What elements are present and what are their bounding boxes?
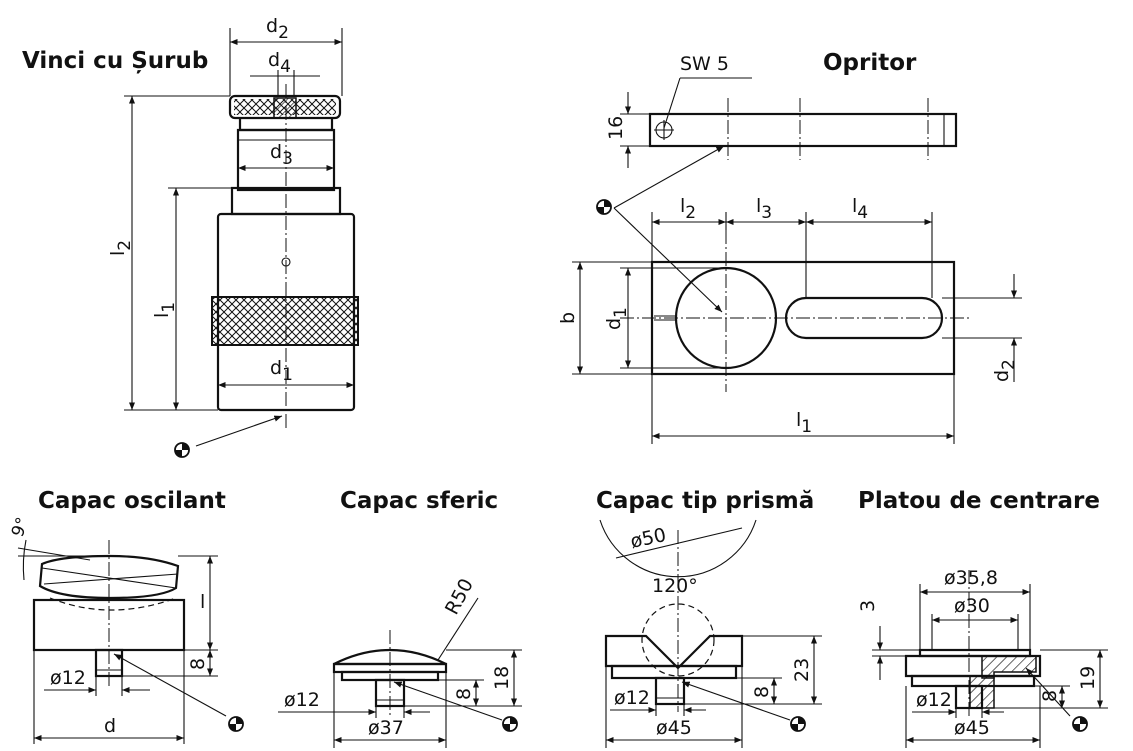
dim-vinci-d2: d2	[266, 15, 289, 43]
dim-sferic-8: 8	[453, 688, 475, 700]
dim-opritor-l3: l3	[756, 195, 772, 223]
surface-finish-icon	[596, 199, 612, 215]
dim-prisma-d12: ø12	[614, 687, 650, 709]
title-opritor: Opritor	[823, 50, 917, 76]
dim-opritor-l4: l4	[852, 195, 868, 223]
dim-oscilant-d12: ø12	[50, 667, 86, 689]
surface-finish-icon	[502, 716, 518, 732]
dim-prisma-angle: 120°	[652, 575, 698, 597]
title-vinci: Vinci cu Șurub	[22, 48, 208, 74]
title-capac-sferic: Capac sferic	[340, 488, 498, 514]
surface-finish-icon	[228, 716, 244, 732]
surface-finish-icon	[1072, 716, 1088, 732]
dim-oscilant-l: l	[200, 591, 205, 613]
capac-tip-prisma-drawing: ø50 120° 23 8 ø12 ø45	[599, 519, 822, 748]
dim-opritor-sw5: SW 5	[680, 53, 729, 75]
surface-finish-icon	[174, 442, 190, 458]
dim-vinci-l2: l2	[107, 240, 135, 256]
dim-opritor-d2: d2	[991, 359, 1019, 382]
dim-oscilant-angle: 9°	[8, 515, 33, 540]
dim-platou-d12: ø12	[916, 689, 952, 711]
dim-platou-d358: ø35,8	[944, 567, 998, 589]
dim-platou-d30: ø30	[954, 595, 990, 617]
title-capac-prisma: Capac tip prismă	[596, 488, 814, 514]
capac-sferic-drawing: R50 18 8 ø12 ø37	[278, 575, 522, 748]
dim-sferic-d12: ø12	[284, 689, 320, 711]
dim-platou-8: 8	[1039, 690, 1061, 702]
dim-sferic-d37: ø37	[368, 717, 404, 739]
dim-oscilant-d: d	[104, 715, 116, 737]
dim-opritor-l2: l2	[680, 195, 696, 223]
title-capac-oscilant: Capac oscilant	[38, 488, 226, 514]
dim-prisma-d50: ø50	[628, 524, 668, 553]
dim-platou-19: 19	[1077, 666, 1099, 690]
dim-platou-d45: ø45	[954, 717, 990, 739]
title-platou-centrare: Platou de centrare	[858, 488, 1100, 514]
dim-vinci-d1: d1	[270, 357, 293, 385]
dim-sferic-r50: R50	[441, 575, 478, 618]
dim-prisma-23: 23	[791, 658, 813, 682]
dim-vinci-d3: d3	[270, 141, 293, 169]
surface-finish-icon	[790, 716, 806, 732]
platou-de-centrare-drawing: ø35,8 ø30 3 19 8 ø12 ø45	[857, 567, 1108, 748]
dim-platou-3: 3	[857, 600, 879, 612]
dim-prisma-8: 8	[751, 686, 773, 698]
dim-vinci-l1: l1	[151, 302, 179, 318]
dim-sferic-18: 18	[491, 666, 513, 690]
vinci-cu-surub-drawing: d2 d4 d3 d1 l2 l1	[107, 15, 359, 458]
dim-opritor-l1: l1	[796, 409, 812, 437]
opritor-drawing: SW 5 16 l2 l3 l4 b d1	[557, 53, 1022, 444]
dim-vinci-d4: d4	[268, 49, 291, 77]
dim-opritor-b: b	[557, 312, 579, 324]
dim-opritor-d1: d1	[603, 307, 631, 330]
dim-opritor-16: 16	[605, 116, 627, 140]
dim-prisma-d45: ø45	[656, 717, 692, 739]
dim-oscilant-8: 8	[187, 658, 209, 670]
capac-oscilant-drawing: 9° l 8 ø12 d	[8, 515, 244, 744]
